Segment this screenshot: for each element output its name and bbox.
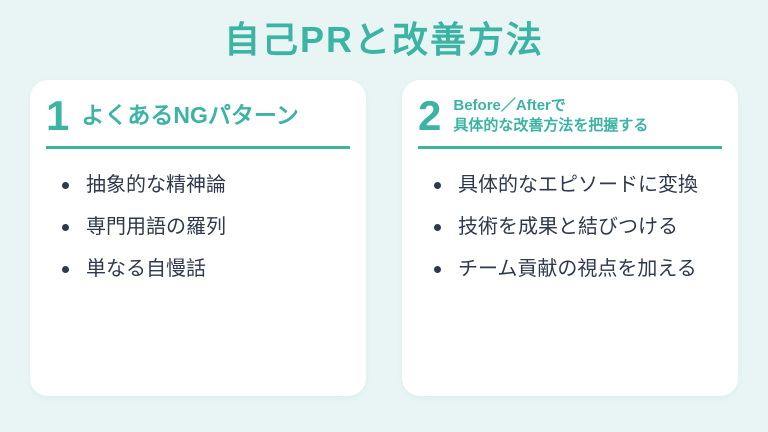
list-item: 技術を成果と結びつける	[434, 215, 722, 240]
bullet-dot-icon	[62, 266, 69, 273]
cards-container: 1 よくあるNGパターン 抽象的な精神論 専門用語の羅列 単なる自慢話 2 Be…	[30, 80, 738, 396]
bullet-dot-icon	[62, 224, 69, 231]
card-title: Before／Afterで 具体的な改善方法を把握する	[453, 96, 648, 137]
list-item: 具体的なエピソードに変換	[434, 173, 722, 198]
card-title-line-2: 具体的な改善方法を把握する	[453, 117, 649, 134]
card-title-line-1: Before／Afterで	[453, 96, 566, 114]
list-item-label: チーム貢献の視点を加える	[458, 258, 697, 280]
bullet-dot-icon	[434, 224, 441, 231]
improvement-list: 具体的なエピソードに変換 技術を成果と結びつける チーム貢献の視点を加える	[418, 173, 722, 282]
card-improvement-method: 2 Before／Afterで 具体的な改善方法を把握する 具体的なエピソードに…	[402, 80, 738, 396]
list-item: チーム貢献の視点を加える	[434, 257, 722, 282]
bullet-dot-icon	[434, 266, 441, 273]
list-item-label: 専門用語の羅列	[86, 216, 226, 238]
list-item-label: 単なる自慢話	[86, 258, 206, 280]
list-item-label: 抽象的な精神論	[86, 174, 226, 196]
page-title: 自己PRと改善方法	[223, 19, 544, 60]
bullet-dot-icon	[62, 182, 69, 189]
list-item: 単なる自慢話	[62, 257, 350, 282]
card-number: 1	[46, 92, 70, 139]
list-item-label: 技術を成果と結びつける	[458, 216, 678, 238]
list-item: 抽象的な精神論	[62, 173, 350, 198]
card-number: 2	[418, 92, 442, 139]
card-ng-patterns-header: 1 よくあるNGパターン	[46, 92, 350, 149]
bullet-dot-icon	[434, 182, 441, 189]
list-item: 専門用語の羅列	[62, 215, 350, 240]
card-title: よくあるNGパターン	[81, 102, 299, 129]
card-ng-patterns: 1 よくあるNGパターン 抽象的な精神論 専門用語の羅列 単なる自慢話	[30, 80, 366, 396]
list-item-label: 具体的なエピソードに変換	[458, 174, 698, 196]
card-improvement-method-header: 2 Before／Afterで 具体的な改善方法を把握する	[418, 92, 722, 149]
ng-pattern-list: 抽象的な精神論 専門用語の羅列 単なる自慢話	[46, 173, 350, 282]
